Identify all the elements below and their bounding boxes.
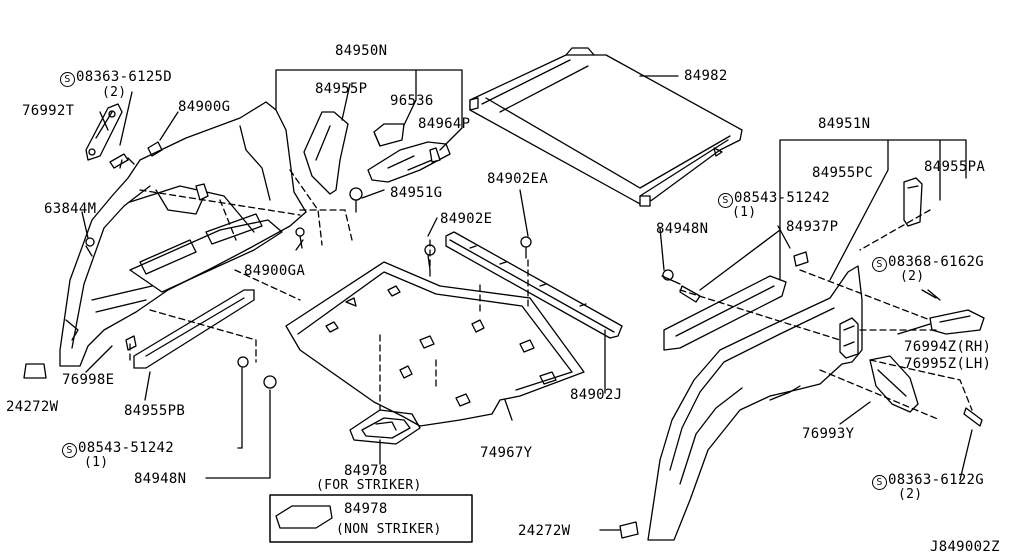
label-84902J: 84902J — [570, 387, 623, 403]
label-76994Z: 76994Z(RH) — [904, 339, 992, 355]
guide-lines — [129, 169, 973, 421]
label-84902E: 84902E — [440, 211, 493, 227]
screw-symbol-icon: S — [62, 443, 77, 458]
screw-symbol-icon: S — [872, 475, 887, 490]
label-84964P: 84964P — [418, 116, 471, 132]
non-striker-box — [269, 494, 473, 543]
striker-84978 — [349, 409, 421, 445]
screw-symbol-icon: S — [60, 72, 75, 87]
qty-08368-6162G: (2) — [900, 269, 925, 284]
rail-84902J — [445, 231, 623, 339]
label-84948N-left: 84948N — [134, 471, 187, 487]
pad-24272W-left — [23, 363, 47, 379]
label-84900GA: 84900GA — [244, 263, 306, 279]
label-76993Y: 76993Y — [802, 426, 855, 442]
label-24272W-left: 24272W — [6, 399, 59, 415]
label-84955PA: 84955PA — [924, 159, 986, 175]
label-84955PC: 84955PC — [812, 165, 874, 181]
label-84948N-right: 84948N — [656, 221, 709, 237]
label-76998E: 76998E — [62, 372, 115, 388]
part-number: 08543-51242 — [78, 440, 175, 456]
note-non-striker: (NON STRIKER) — [336, 522, 442, 537]
label-84937P: 84937P — [786, 219, 839, 235]
fasteners — [85, 141, 983, 427]
part-number: 08363-6122G — [888, 472, 985, 488]
left-trim-panel-84900G — [59, 101, 307, 367]
label-76992T: 76992T — [22, 103, 75, 119]
pad-24272W-right — [619, 521, 639, 539]
label-96536: 96536 — [390, 93, 434, 109]
label-74967Y: 74967Y — [480, 445, 533, 461]
label-76995Z: 76995Z(LH) — [904, 356, 992, 372]
bracket-76992T — [85, 103, 123, 161]
label-84955PB: 84955PB — [124, 403, 186, 419]
label-84978-non-striker: 84978 — [344, 501, 388, 517]
tonneau-cover-84982 — [469, 47, 743, 207]
note-for-striker: (FOR STRIKER) — [316, 478, 422, 493]
part-number: 08543-51242 — [734, 190, 831, 206]
label-84951G: 84951G — [390, 185, 443, 201]
screw-symbol-icon: S — [718, 193, 733, 208]
screw-symbol-icon: S — [872, 257, 887, 272]
part-number: 08368-6162G — [888, 254, 985, 270]
label-63844M: 63844M — [44, 201, 97, 217]
qty-08363-6125D: (2) — [102, 85, 127, 100]
label-84978-striker: 84978 — [344, 463, 388, 479]
qty-08543-51242-right: (1) — [732, 205, 757, 220]
label-84950N: 84950N — [335, 43, 388, 59]
label-84982: 84982 — [684, 68, 728, 84]
non-striker-84978 — [275, 505, 333, 529]
label-84951N: 84951N — [818, 116, 871, 132]
kick-plate-84955PB — [133, 289, 255, 369]
label-84900G: 84900G — [178, 99, 231, 115]
label-84902EA: 84902EA — [487, 171, 549, 187]
label-84955P: 84955P — [315, 81, 368, 97]
right-trim-panel-84951N — [647, 177, 985, 541]
part-number: 08363-6125D — [76, 69, 173, 85]
leader-lines — [81, 69, 973, 531]
small-trim-parts — [303, 111, 451, 195]
qty-08543-51242-left: (1) — [84, 455, 109, 470]
floor-mat-74967Y — [285, 261, 585, 427]
qty-08363-6122G: (2) — [898, 487, 923, 502]
diagram-code: J849002Z — [930, 539, 1000, 555]
label-24272W-right: 24272W — [518, 523, 571, 539]
